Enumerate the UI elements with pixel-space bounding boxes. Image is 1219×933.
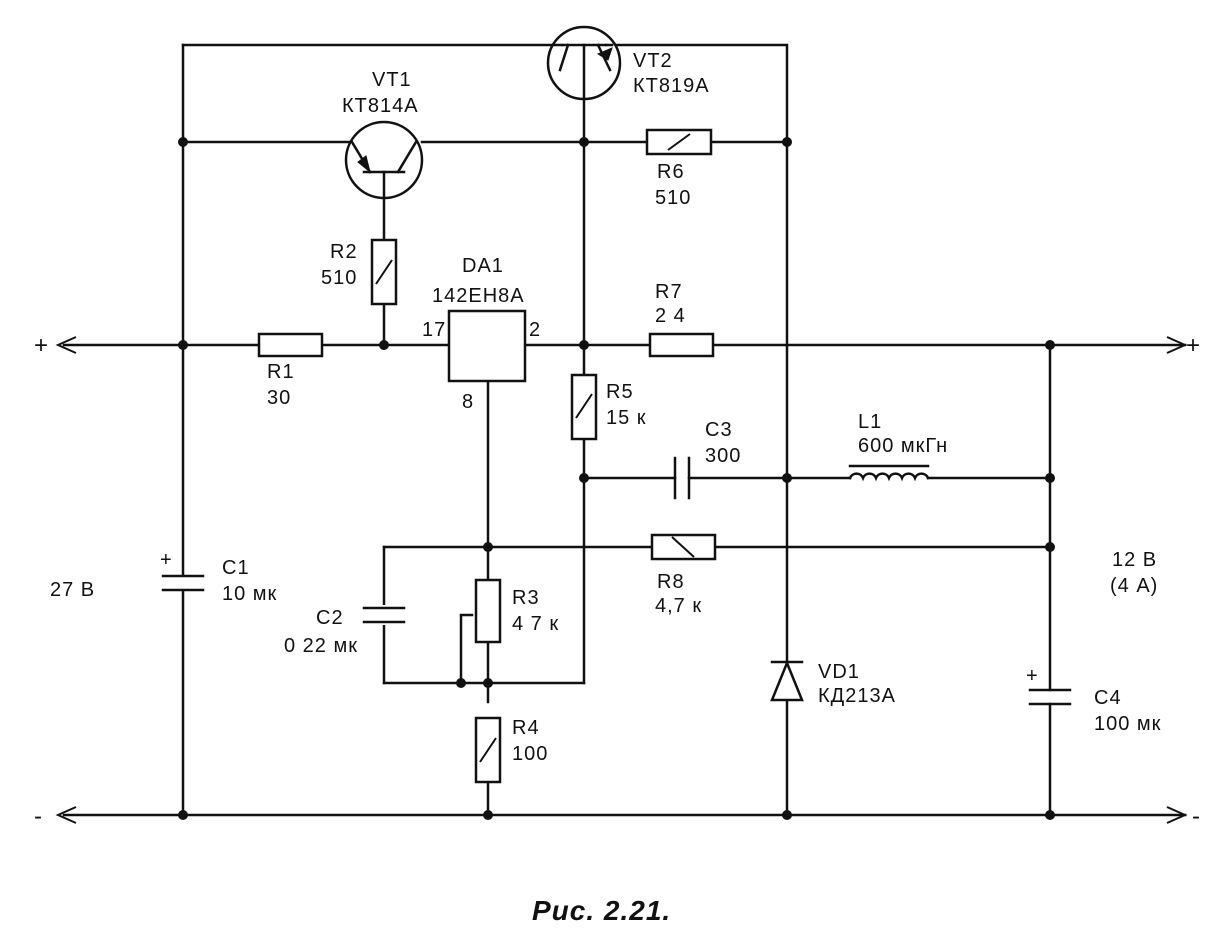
r6-value-label: 510 <box>655 187 691 209</box>
r1-value-label: 30 <box>267 387 291 409</box>
c2-ref-label: C2 <box>316 607 344 629</box>
r8-ref-label: R8 <box>657 571 685 593</box>
transistor-vt1-symbol <box>344 120 424 200</box>
junctions <box>178 137 1055 820</box>
output-current-label: (4 А) <box>1110 575 1158 597</box>
resistor-r1 <box>257 332 324 358</box>
da1-pin-out-label: 2 <box>529 319 541 341</box>
input-minus-sign: - <box>34 803 42 830</box>
c3-ref-label: C3 <box>705 419 733 441</box>
resistor-r3 <box>474 578 502 644</box>
output-voltage-label: 12 В <box>1112 549 1157 571</box>
transistor-vt2-symbol <box>546 25 622 101</box>
figure-caption: Рис. 2.21. <box>532 895 671 926</box>
output-minus-arrow <box>1166 806 1188 824</box>
l1-ref-label: L1 <box>858 411 882 433</box>
resistor-r7 <box>648 332 715 358</box>
capacitor-c2 <box>361 605 407 625</box>
r3-value-label: 4 7 к <box>512 613 559 635</box>
r1-ref-label: R1 <box>267 361 295 383</box>
vt2-value-label: КТ819А <box>633 75 710 97</box>
vt1-ref-label: VT1 <box>372 69 412 91</box>
r8-value-label: 4,7 к <box>655 595 702 617</box>
capacitor-c1 <box>160 574 206 592</box>
resistors <box>257 128 717 784</box>
r6-ref-label: R6 <box>657 161 685 183</box>
da1-pin-in-label: 17 <box>422 319 446 341</box>
r5-value-label: 15 к <box>606 407 647 429</box>
c1-ref-label: C1 <box>222 557 250 579</box>
c1-polarity-sign: + <box>160 549 173 571</box>
output-plus-sign: + <box>1186 332 1200 359</box>
labels: + - + - 27 В 12 В (4 А) VT2 КТ819А VT1 К… <box>34 50 1200 926</box>
c4-ref-label: C4 <box>1094 687 1122 709</box>
r4-ref-label: R4 <box>512 717 540 739</box>
r2-ref-label: R2 <box>330 241 358 263</box>
da1-value-label: 142ЕН8А <box>432 285 525 307</box>
r7-value-label: 2 4 <box>655 305 686 327</box>
diode-vd1 <box>770 659 804 702</box>
inductor-l1 <box>848 464 930 482</box>
da1-pin-gnd-label: 8 <box>462 391 474 413</box>
terminal-arrows <box>55 336 1188 824</box>
r4-value-label: 100 <box>512 743 548 765</box>
vt2-ref-label: VT2 <box>633 50 673 72</box>
input-plus-arrow <box>55 336 77 354</box>
capacitor-c3 <box>673 456 691 500</box>
input-minus-arrow <box>55 806 77 824</box>
da1-ref-label: DA1 <box>462 255 504 277</box>
da1-body <box>447 309 527 383</box>
capacitors <box>160 456 1072 706</box>
capacitor-c4 <box>1028 688 1072 706</box>
output-minus-sign: - <box>1192 803 1200 830</box>
c1-value-label: 10 мк <box>222 583 277 605</box>
r3-ref-label: R3 <box>512 587 540 609</box>
r7-ref-label: R7 <box>655 281 683 303</box>
vt1-value-label: КТ814А <box>342 95 419 117</box>
c4-polarity-sign: + <box>1026 665 1039 687</box>
l1-value-label: 600 мкГн <box>858 435 948 457</box>
c2-value-label: 0 22 мк <box>284 635 358 657</box>
r2-value-label: 510 <box>321 267 357 289</box>
c3-value-label: 300 <box>705 445 741 467</box>
vd1-ref-label: VD1 <box>818 661 860 683</box>
regulator-da1 <box>447 309 527 383</box>
r5-ref-label: R5 <box>606 381 634 403</box>
output-plus-arrow <box>1166 336 1188 354</box>
input-plus-sign: + <box>34 332 48 359</box>
vd1-value-label: КД213А <box>818 685 896 707</box>
c4-value-label: 100 мк <box>1094 713 1161 735</box>
input-voltage-label: 27 В <box>50 579 95 601</box>
wires <box>62 43 1187 817</box>
